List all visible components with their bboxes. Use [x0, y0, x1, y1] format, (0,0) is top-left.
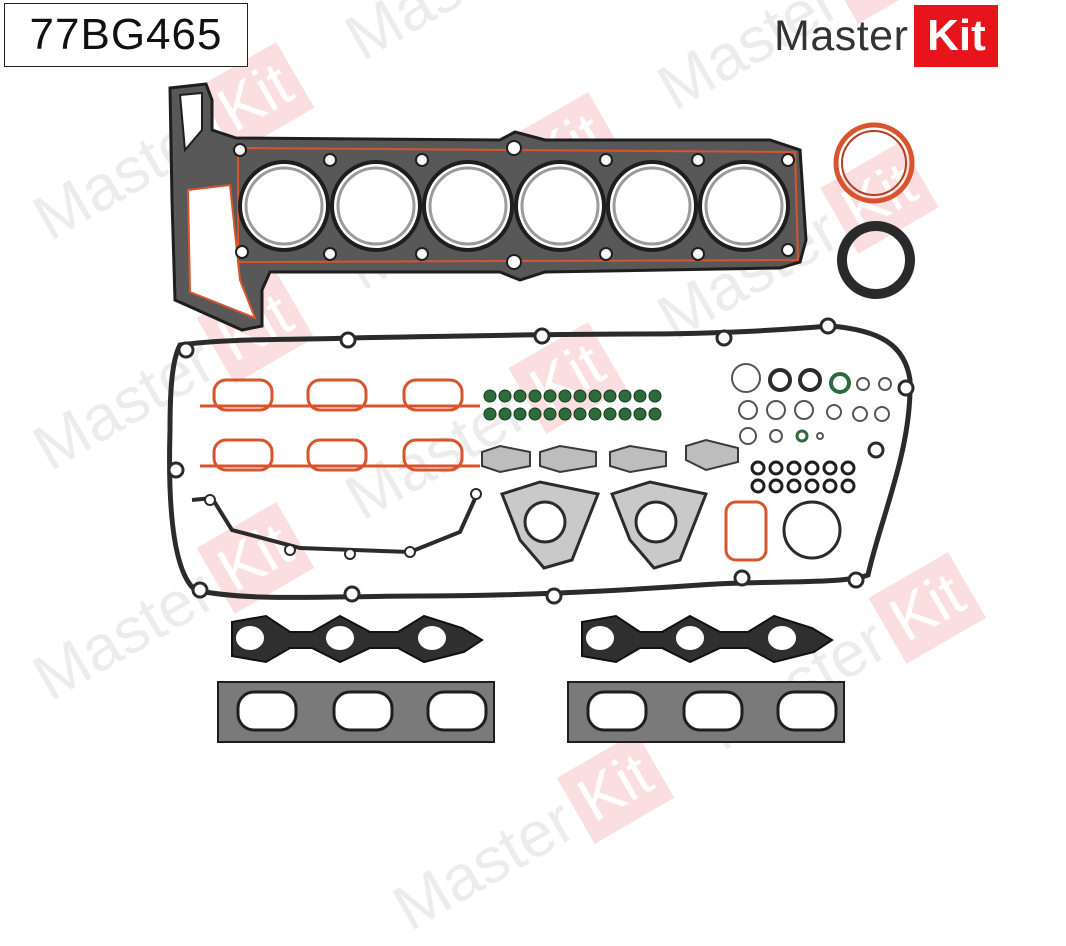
valve-cover-gasket	[167, 317, 915, 605]
brand-logo: Master Kit	[774, 5, 999, 67]
small-seals-grid	[750, 460, 856, 494]
o-rings	[731, 363, 892, 445]
intake-manifold-gaskets-dark	[231, 614, 834, 664]
intake-gaskets	[200, 378, 480, 472]
timing-cover-gasket	[191, 488, 482, 560]
exhaust-flange-gaskets	[500, 480, 709, 570]
oil-seals	[724, 500, 842, 562]
exhaust-manifold-gaskets	[217, 681, 845, 743]
brand-logo-box: Kit	[914, 5, 999, 67]
flange-gaskets	[481, 438, 739, 474]
part-number-label: 77BG465	[4, 3, 248, 67]
round-seals	[833, 122, 915, 299]
valve-stem-seals	[483, 389, 662, 421]
cylinder-head-gasket	[168, 82, 808, 332]
gasket-set-photo	[167, 82, 915, 743]
brand-logo-text: Master	[774, 11, 909, 60]
